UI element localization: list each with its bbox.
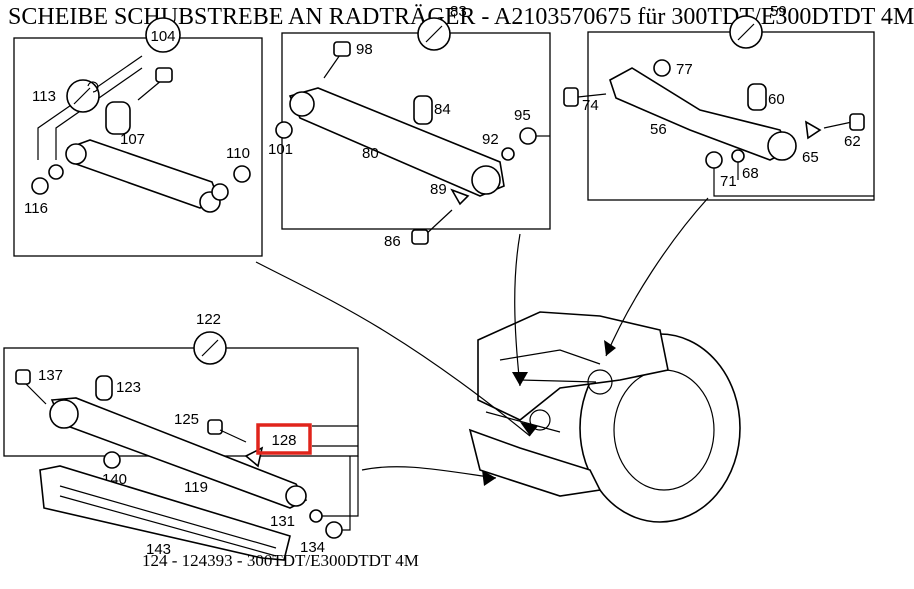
callout-84[interactable]: 84 bbox=[434, 101, 451, 118]
callout-128[interactable]: 128 bbox=[271, 432, 296, 449]
callout-77[interactable]: 77 bbox=[676, 61, 693, 78]
callout-62[interactable]: 62 bbox=[844, 133, 861, 150]
callout-122[interactable]: 122 bbox=[196, 311, 221, 328]
callout-119[interactable]: 119 bbox=[184, 479, 208, 496]
group-104-callout[interactable] bbox=[145, 17, 181, 53]
callout-128-highlight bbox=[256, 423, 312, 455]
callout-107[interactable]: 107 bbox=[120, 131, 145, 148]
callout-131[interactable]: 131 bbox=[270, 513, 295, 530]
callout-95[interactable]: 95 bbox=[514, 107, 531, 124]
callout-65[interactable]: 65 bbox=[802, 149, 819, 166]
callout-101[interactable]: 101 bbox=[268, 141, 293, 158]
group-104-frame: 104 113 107 110 116 bbox=[13, 17, 263, 257]
callout-83[interactable]: 83 bbox=[450, 3, 467, 20]
rear-axle-assembly bbox=[468, 311, 741, 523]
callout-74[interactable]: 74 bbox=[582, 97, 599, 114]
diagram-footer: 124 - 124393 - 300TDT/E300DTDT 4M bbox=[142, 551, 419, 570]
callout-113[interactable]: 113 bbox=[32, 88, 56, 105]
callout-60[interactable]: 60 bbox=[768, 91, 785, 108]
group-122-frame: 122 137 123 125 128 119 140 131 134 bbox=[3, 311, 359, 561]
callout-104[interactable]: 104 bbox=[150, 28, 175, 45]
wrench-icon bbox=[66, 79, 100, 113]
callout-123[interactable]: 123 bbox=[116, 379, 141, 396]
parts-diagram: 104 113 107 110 116 83 98 bbox=[3, 3, 875, 561]
callout-80[interactable]: 80 bbox=[362, 145, 379, 162]
callout-134[interactable]: 134 bbox=[300, 539, 325, 556]
assembly-arrows bbox=[255, 197, 709, 486]
callout-116[interactable]: 116 bbox=[24, 200, 48, 217]
callout-143[interactable]: 143 bbox=[146, 541, 171, 558]
callout-86[interactable]: 86 bbox=[384, 233, 401, 250]
callout-68[interactable]: 68 bbox=[742, 165, 759, 182]
callout-56[interactable]: 56 bbox=[650, 121, 667, 138]
group-83-frame: 83 98 84 80 101 95 92 89 86 bbox=[268, 3, 551, 250]
callout-59[interactable]: 59 bbox=[770, 3, 787, 20]
callout-89[interactable]: 89 bbox=[430, 181, 447, 198]
callout-125[interactable]: 125 bbox=[174, 411, 199, 428]
group-59-frame: 59 77 74 60 56 65 62 71 68 bbox=[563, 3, 875, 201]
callout-71[interactable]: 71 bbox=[720, 173, 737, 190]
callout-137[interactable]: 137 bbox=[38, 367, 63, 384]
callout-98[interactable]: 98 bbox=[356, 41, 373, 58]
callout-110[interactable]: 110 bbox=[226, 145, 250, 162]
callout-92[interactable]: 92 bbox=[482, 131, 499, 148]
